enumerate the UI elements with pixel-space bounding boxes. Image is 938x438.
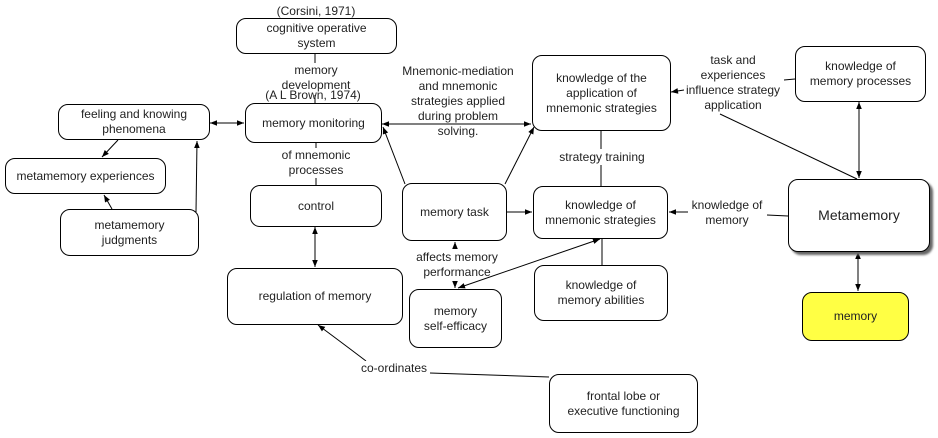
node-knowledge-application[interactable]: knowledge of the application of mnemonic… — [532, 55, 671, 131]
node-knowledge-memory-processes[interactable]: knowledge of memory processes — [795, 46, 926, 102]
link-strategy-training: strategy training — [559, 150, 645, 165]
citation-brown: (A L Brown, 1974) — [265, 88, 361, 102]
edge-label-to-application — [670, 88, 685, 94]
link-memory-development: memory development — [281, 63, 351, 92]
edge-processes-to-label — [783, 78, 796, 81]
link-knowledge-of-memory: knowledge of memory — [691, 198, 763, 228]
edge-judgments-to-feeling — [194, 140, 200, 213]
node-feeling-and-knowing[interactable]: feeling and knowing phenomena — [58, 104, 210, 140]
node-memory-monitoring[interactable]: memory monitoring — [245, 103, 382, 143]
link-task-and-experiences: task and experiences influence strategy … — [685, 53, 781, 112]
node-knowledge-memory-abilities[interactable]: knowledge of memory abilities — [534, 265, 668, 321]
edge-feeling-to-experiences — [101, 139, 119, 158]
edge-task-to-monitoring — [382, 126, 406, 185]
citation-corsini: (Corsini, 1971) — [276, 4, 356, 18]
node-cognitive-operative-system[interactable]: cognitive operative system — [236, 18, 397, 54]
node-frontal-lobe[interactable]: frontal lobe or executive functioning — [549, 374, 698, 433]
node-metamemory-experiences[interactable]: metamemory experiences — [5, 158, 166, 194]
link-mnemonic-mediation: Mnemonic-mediation and mnemonic strategi… — [402, 64, 514, 138]
link-affects-memory-performance: affects memory performance — [416, 250, 498, 279]
node-memory-self-efficacy[interactable]: memory self-efficacy — [409, 289, 502, 348]
edge-frontal-to-label — [429, 372, 550, 378]
node-knowledge-mnemonic-strategies[interactable]: knowledge of mnemonic strategies — [533, 186, 668, 239]
node-memory-task[interactable]: memory task — [402, 183, 507, 241]
edge-judgments-to-experiences — [103, 194, 113, 210]
node-metamemory[interactable]: Metamemory — [788, 179, 930, 252]
edge-label-to-regulation — [317, 324, 367, 362]
node-memory[interactable]: memory — [802, 292, 909, 341]
node-metamemory-judgments[interactable]: metamemory judgments — [60, 209, 199, 256]
edge-metamemory-to-label — [719, 113, 858, 180]
link-of-mnemonic-processes: of mnemonic processes — [281, 148, 351, 178]
node-control[interactable]: control — [250, 185, 382, 227]
link-co-ordinates: co-ordinates — [360, 361, 428, 376]
node-regulation-of-memory[interactable]: regulation of memory — [227, 268, 403, 325]
edge-metamemory-label — [766, 214, 789, 217]
edge-task-to-application — [504, 126, 535, 185]
edge-strategies-selfefficacy — [457, 238, 601, 289]
